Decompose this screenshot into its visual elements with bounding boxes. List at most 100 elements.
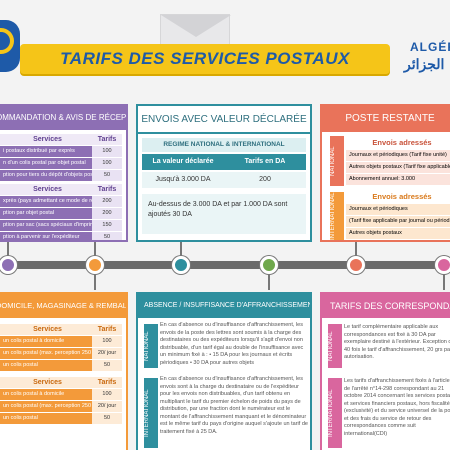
panel-valeur-title: ENVOIS AVEC VALEUR DÉCLARÉE <box>138 106 310 134</box>
list-item-text: Autres objets postaux <box>349 230 402 236</box>
row-value: 150 <box>92 220 122 231</box>
panel-recommandation: OMMANDATION & AVIS DE RÉCEPTION Services… <box>0 104 128 242</box>
list-item: Autres objets postaux (Tarif fixe applic… <box>346 162 450 173</box>
panel-domicile-title: DOMICILE, MAGASINAGE & REMBALLAGE <box>0 294 126 318</box>
list-item: Abonnement annuel: 3.000 <box>346 174 450 185</box>
table-row: un colis postal 50 <box>0 360 122 371</box>
panel-correspondances: TARIFS DES CORRESPONDANCES NATIONAL Le t… <box>320 292 450 450</box>
recommandation-table: Services Tarifs i postaux distribué par … <box>0 134 122 240</box>
row-value: 50 <box>92 413 122 424</box>
header-tarifs: Tarifs <box>97 136 117 143</box>
row-value: 20/ jour <box>92 348 122 359</box>
col-tarifs: Tarifs en DA <box>244 158 286 165</box>
table-header-row: Services Tarifs <box>0 377 122 388</box>
row-value: 100 <box>92 158 122 169</box>
brand-name-fr: ALGÉR <box>410 40 450 54</box>
restante-national-block: Envois adressés Journaux et périodiques … <box>346 136 450 186</box>
side-label-national: NATIONAL <box>330 136 344 186</box>
row-value: 50 <box>92 232 122 240</box>
timeline-line <box>0 261 450 269</box>
list-item-text: Journaux et périodiques <box>349 206 408 212</box>
header-services: Services <box>33 326 62 333</box>
table-header-row: Services Tarifs <box>0 324 122 335</box>
row-value: 50 <box>92 170 122 181</box>
row-label: un colis postal (max. perception 250 DA) <box>3 350 92 356</box>
brand-name-ar: الجزائر <box>404 56 445 72</box>
table-row: ption par sac (sacs spéciaux d'imprimés)… <box>0 220 122 231</box>
row-label: un colis postal <box>3 362 38 368</box>
row-value: 200 <box>92 196 122 207</box>
timeline-dot-purple <box>0 256 17 274</box>
row-value: 100 <box>92 336 122 347</box>
panel-domicile: DOMICILE, MAGASINAGE & REMBALLAGE Servic… <box>0 292 128 450</box>
restante-international-block: Envois adressés Journaux et périodiques … <box>346 190 450 240</box>
panel-valeur-declaree: ENVOIS AVEC VALEUR DÉCLARÉE REGIME NATIO… <box>136 104 312 242</box>
nat-head: Envois adressés <box>372 138 432 147</box>
header-services: Services <box>33 186 62 193</box>
panel-correspondances-title: TARIFS DES CORRESPONDANCES <box>322 294 450 318</box>
connector <box>7 242 9 258</box>
connector <box>94 242 96 258</box>
row-label: n d'un colis postal par objet postal <box>3 160 86 166</box>
side-label-international: INTERNATIONAL <box>330 192 344 240</box>
title-bar: TARIFS DES SERVICES POSTAUX <box>20 44 390 74</box>
timeline-dot-teal <box>172 256 190 274</box>
corresp-national-text: Le tarif complémentaire applicable aux c… <box>344 324 450 360</box>
connector <box>355 242 357 258</box>
panel-recommandation-title: OMMANDATION & AVIS DE RÉCEPTION <box>0 106 126 130</box>
table-row: i postaux distribué par exprès 100 <box>0 146 122 157</box>
table-row: un colis postal à domicile 100 <box>0 336 122 347</box>
panel-absence-title: ABSENCE / INSUFFISANCE D'AFFRANCHISSEMEN… <box>138 294 310 318</box>
table-row: un colis postal (max. perception 250 DA)… <box>0 401 122 412</box>
list-item: Journaux et périodiques <box>346 204 450 215</box>
header-services: Services <box>33 136 62 143</box>
timeline-dot-orange <box>86 256 104 274</box>
table-row: ption pour tiers du dépôt d'objets posta… <box>0 170 122 181</box>
side-label-national: NATIONAL <box>144 324 158 368</box>
valeur-note: Au-dessus de 3.000 DA et par 1.000 DA so… <box>142 194 306 234</box>
table-row: ption à parvenir sur l'expéditeur 50 <box>0 232 122 240</box>
domicile-table: Services Tarifs un colis postal à domici… <box>0 324 122 425</box>
col-valeur: La valeur déclarée <box>152 158 214 165</box>
timeline-dot-green <box>260 256 278 274</box>
table-header-row: Services Tarifs <box>0 134 122 145</box>
header-tarifs: Tarifs <box>97 326 117 333</box>
side-label-international: INTERNATIONAL <box>328 378 342 448</box>
table-header-row: Services Tarifs <box>0 184 122 195</box>
table-row: n d'un colis postal par objet postal 100 <box>0 158 122 169</box>
header-tarifs: Tarifs <box>97 379 117 386</box>
list-item-text: (Tarif fixe applicable par journal ou pé… <box>349 218 450 224</box>
list-item-text: Abonnement annuel: 3.000 <box>349 176 416 182</box>
list-item: Journaux et périodiques (Tarif fixe unit… <box>346 150 450 161</box>
page-title: TARIFS DES SERVICES POSTAUX <box>60 49 350 68</box>
row-value: 50 <box>92 360 122 371</box>
timeline-dot-coral <box>347 256 365 274</box>
table-row: ption par objet postal 200 <box>0 208 122 219</box>
row-value: 20/ jour <box>92 401 122 412</box>
timeline-dot-pink <box>435 256 450 274</box>
connector <box>443 274 445 290</box>
table-row: Jusqu'à 3.000 DA 200 <box>142 172 306 188</box>
list-item-text: Journaux et périodiques (Tarif fixe unit… <box>349 152 447 158</box>
list-item: (Tarif fixe applicable par journal ou pé… <box>346 216 450 227</box>
panel-restante-title: POSTE RESTANTE <box>322 106 450 132</box>
connector <box>94 274 96 290</box>
table-row: un colis postal (max. perception 250 DA)… <box>0 348 122 359</box>
absence-national-text: En cas d'absence ou d'insuffisance d'aff… <box>160 322 304 366</box>
row-label: ption par sac (sacs spéciaux d'imprimés) <box>3 222 92 228</box>
header-tarifs: Tarifs <box>97 186 117 193</box>
list-item: Autres objets postaux <box>346 228 450 239</box>
connector <box>268 274 270 290</box>
row-label: ption par objet postal <box>3 210 55 216</box>
row-label: i postaux distribué par exprès <box>3 148 75 154</box>
corresp-international-text: Les tarifs d'affranchissement fixés à l'… <box>344 378 450 437</box>
absence-international-text: En cas d'absence ou d'insuffisance d'aff… <box>160 376 308 435</box>
row-label: un colis postal (max. perception 250 DA) <box>3 403 92 409</box>
header-services: Services <box>33 379 62 386</box>
side-label-international: INTERNATIONAL <box>144 378 158 448</box>
side-label-national: NATIONAL <box>328 324 342 368</box>
logo-curve <box>0 28 14 54</box>
row-label: ption pour tiers du dépôt d'objets posta… <box>3 172 92 178</box>
list-item-text: Autres objets postaux (Tarif fixe applic… <box>349 164 450 170</box>
